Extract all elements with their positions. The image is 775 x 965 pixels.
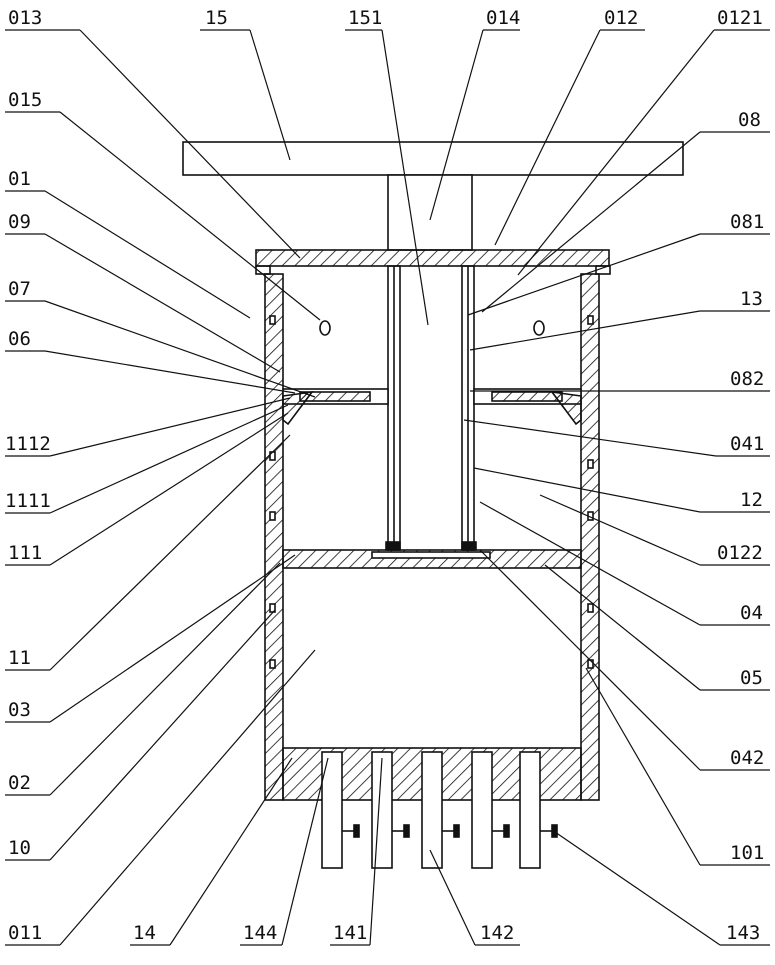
label-042: 042 (730, 747, 764, 769)
wall-notch (270, 316, 275, 324)
label-142: 142 (480, 922, 514, 944)
label-101: 101 (730, 842, 764, 864)
label-111: 111 (8, 542, 42, 564)
label-15: 15 (205, 7, 228, 29)
label-09: 09 (8, 211, 31, 233)
vent-hole-left (320, 321, 330, 335)
pin (422, 752, 442, 868)
label-04: 04 (740, 602, 763, 624)
label-013: 013 (8, 7, 42, 29)
label-041: 041 (730, 433, 764, 455)
wall-notch (588, 316, 593, 324)
label-015: 015 (8, 89, 42, 111)
label-082: 082 (730, 368, 764, 390)
label-081: 081 (730, 211, 764, 233)
right-outer-wall (581, 274, 599, 800)
valve-flap-right (552, 392, 581, 424)
label-10: 10 (8, 837, 31, 859)
left-outer-wall (265, 274, 283, 800)
label-144: 144 (243, 922, 277, 944)
label-07: 07 (8, 278, 31, 300)
middle-plate-gap (372, 552, 490, 558)
label-0122: 0122 (717, 542, 763, 564)
label-08: 08 (738, 109, 761, 131)
pin (372, 752, 392, 868)
upper-partition-right-hatch (492, 392, 562, 401)
label-151: 151 (348, 7, 382, 29)
label-02: 02 (8, 772, 31, 794)
valve-flap-left (283, 392, 312, 424)
handle-plate (183, 142, 683, 175)
label-01: 01 (8, 168, 31, 190)
label-011: 011 (8, 922, 42, 944)
pin (520, 752, 540, 868)
label-012: 012 (604, 7, 638, 29)
label-143: 143 (726, 922, 760, 944)
tube-foot-right (462, 542, 476, 550)
label-05: 05 (740, 667, 763, 689)
top-lid (256, 250, 609, 266)
label-141: 141 (333, 922, 367, 944)
label-11: 11 (8, 647, 31, 669)
label-1112: 1112 (5, 433, 51, 455)
pin (472, 752, 492, 868)
label-1111: 1111 (5, 490, 51, 512)
tube-foot-left (386, 542, 400, 550)
wall-notch (270, 512, 275, 520)
label-06: 06 (8, 328, 31, 350)
vent-hole-right (534, 321, 544, 335)
wall-notch (270, 660, 275, 668)
handle-stem (388, 175, 472, 250)
label-13: 13 (740, 288, 763, 310)
wall-notch (588, 460, 593, 468)
label-0121: 0121 (717, 7, 763, 29)
wall-notch (588, 604, 593, 612)
label-014: 014 (486, 7, 520, 29)
label-12: 12 (740, 489, 763, 511)
label-03: 03 (8, 699, 31, 721)
label-14: 14 (133, 922, 156, 944)
